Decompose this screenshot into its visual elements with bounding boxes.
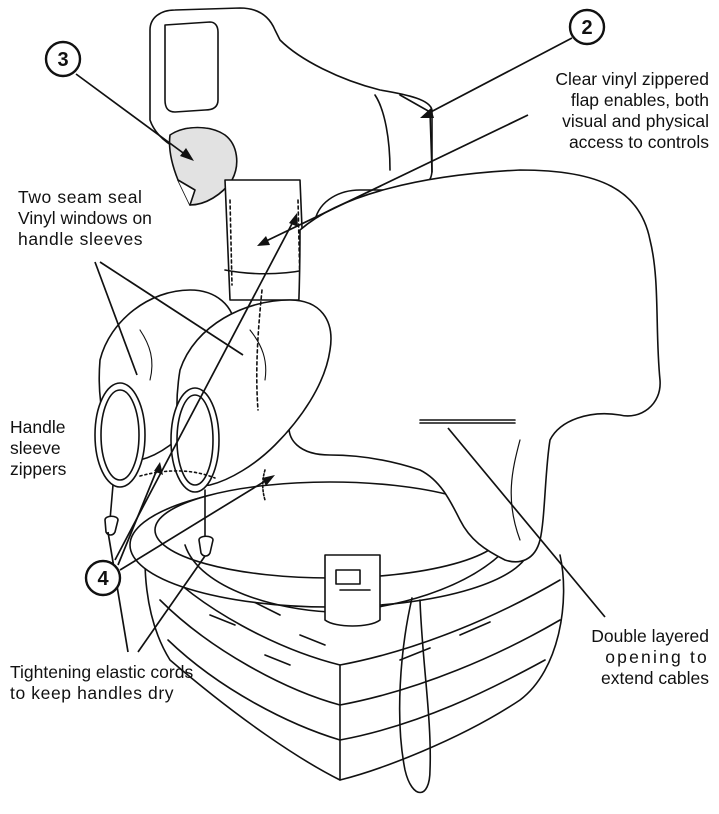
label-double-layered-line-3: extend cables	[540, 668, 709, 689]
label-two-seam-line-3: handle sleeves	[18, 229, 152, 250]
callout-4-number: 4	[97, 568, 109, 590]
callout-3-number: 3	[57, 49, 68, 71]
label-tightening-line-2: to keep handles dry	[10, 683, 193, 704]
label-clear-vinyl-line-2: flap enables, both	[480, 90, 709, 111]
label-tightening-line-1: Tightening elastic cords	[10, 662, 193, 683]
label-double-layered-line-2: opening to	[540, 647, 709, 668]
label-handle-sleeve-line-1: Handle	[10, 417, 66, 438]
label-double-layered: Double layered opening to extend cables	[540, 626, 709, 689]
label-two-seam-line-1: Two seam seal	[18, 187, 152, 208]
label-clear-vinyl: Clear vinyl zippered flap enables, both …	[480, 69, 709, 153]
callout-4: 4	[86, 561, 120, 595]
base-control-box	[325, 555, 380, 626]
label-handle-sleeve-line-3: zippers	[10, 459, 66, 480]
label-handle-sleeve-line-2: sleeve	[10, 438, 66, 459]
label-handle-sleeve: Handle sleeve zippers	[10, 417, 66, 480]
label-tightening: Tightening elastic cords to keep handles…	[10, 662, 193, 704]
label-two-seam: Two seam seal Vinyl windows on handle sl…	[18, 187, 152, 250]
callout-2: 2	[570, 10, 604, 44]
label-two-seam-line-2: Vinyl windows on	[18, 208, 152, 229]
label-clear-vinyl-line-4: access to controls	[480, 132, 709, 153]
callout-2-number: 2	[581, 17, 592, 39]
label-clear-vinyl-line-3: visual and physical	[480, 111, 709, 132]
label-clear-vinyl-line-1: Clear vinyl zippered	[480, 69, 709, 90]
callout-3: 3	[46, 42, 80, 76]
label-double-layered-line-1: Double layered	[540, 626, 709, 647]
